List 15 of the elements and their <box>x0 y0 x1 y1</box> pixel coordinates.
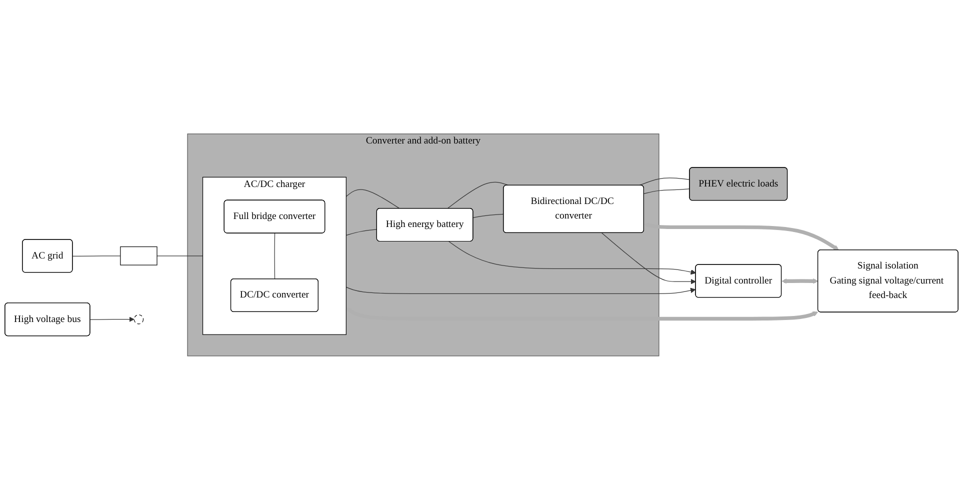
arrow <box>90 316 134 322</box>
arrow <box>782 278 818 284</box>
connector <box>346 228 377 236</box>
connector <box>644 188 690 194</box>
connector <box>638 177 690 186</box>
connector <box>72 255 121 256</box>
connector <box>346 188 400 208</box>
arrow <box>346 286 696 294</box>
connector <box>156 255 204 256</box>
node-circle <box>134 314 144 324</box>
arrow <box>448 240 696 274</box>
node-box <box>120 246 158 265</box>
arrow <box>602 232 696 284</box>
connector <box>472 214 504 218</box>
connector <box>274 232 276 279</box>
